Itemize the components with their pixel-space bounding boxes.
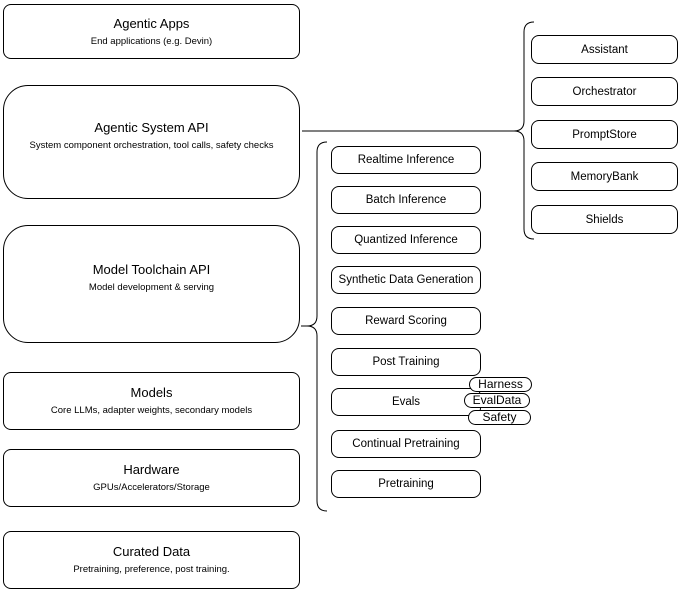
tag-label: EvalData [472, 393, 522, 407]
node-label: Shields [585, 213, 624, 226]
node-title: Agentic Apps [113, 15, 190, 31]
node-title: Curated Data [112, 544, 191, 559]
node-batch-inference: Batch Inference [331, 186, 481, 214]
node-evals: Evals [331, 388, 481, 416]
node-assistant: Assistant [531, 35, 678, 64]
node-agentic-apps: Agentic Apps End applications (e.g. Devi… [3, 4, 300, 59]
node-continual-pretraining: Continual Pretraining [331, 430, 481, 458]
node-title: Hardware [123, 462, 180, 477]
node-label: Post Training [372, 356, 440, 368]
tag-label: Safety [482, 410, 517, 424]
tag-label: Harness [478, 377, 523, 391]
node-synthetic-data-generation: Synthetic Data Generation [331, 266, 481, 294]
node-label: Synthetic Data Generation [338, 274, 474, 286]
node-label: Pretraining [378, 478, 434, 490]
node-label: Assistant [581, 43, 628, 56]
node-pretraining: Pretraining [331, 470, 481, 498]
node-memorybank: MemoryBank [531, 162, 678, 191]
node-promptstore: PromptStore [531, 120, 678, 149]
node-model-toolchain-api: Model Toolchain API Model development & … [3, 225, 300, 343]
node-subtitle: Pretraining, preference, post training. [73, 564, 230, 575]
toolchain-brace [306, 141, 328, 512]
node-shields: Shields [531, 205, 678, 234]
tag-safety: Safety [468, 410, 531, 425]
node-subtitle: GPUs/Accelerators/Storage [93, 482, 210, 493]
node-label: Quantized Inference [354, 234, 458, 246]
node-models: Models Core LLMs, adapter weights, secon… [3, 372, 300, 430]
node-orchestrator: Orchestrator [531, 77, 678, 106]
node-reward-scoring: Reward Scoring [331, 307, 481, 335]
node-title: Agentic System API [94, 119, 209, 135]
node-agentic-system-api: Agentic System API System component orch… [3, 85, 300, 199]
node-realtime-inference: Realtime Inference [331, 146, 481, 174]
node-label: Evals [391, 396, 421, 408]
node-label: Continual Pretraining [352, 438, 460, 450]
node-subtitle: Model development & serving [88, 281, 215, 293]
node-label: Realtime Inference [357, 154, 455, 166]
node-subtitle: End applications (e.g. Devin) [90, 35, 213, 47]
node-label: Batch Inference [365, 194, 447, 206]
tag-evaldata: EvalData [464, 393, 530, 408]
node-label: PromptStore [572, 128, 637, 141]
node-curated-data: Curated Data Pretraining, preference, po… [3, 531, 300, 589]
node-label: MemoryBank [570, 170, 639, 183]
node-label: Orchestrator [572, 85, 637, 98]
node-hardware: Hardware GPUs/Accelerators/Storage [3, 449, 300, 507]
node-post-training: Post Training [331, 348, 481, 376]
tag-harness: Harness [469, 377, 532, 392]
node-subtitle: System component orchestration, tool cal… [29, 139, 274, 151]
node-subtitle: Core LLMs, adapter weights, secondary mo… [50, 405, 253, 416]
node-title: Models [130, 385, 173, 400]
node-label: Reward Scoring [365, 315, 447, 327]
node-quantized-inference: Quantized Inference [331, 226, 481, 254]
node-title: Model Toolchain API [92, 261, 211, 277]
